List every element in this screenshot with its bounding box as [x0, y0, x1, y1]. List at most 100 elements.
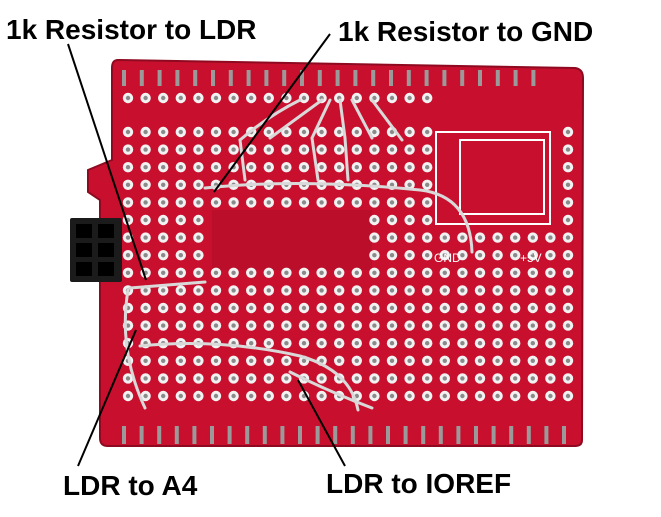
header-pin: [526, 426, 531, 444]
hole-center: [249, 200, 254, 205]
hole-center: [337, 341, 342, 346]
hole-center: [477, 341, 483, 346]
hole-center: [425, 323, 430, 328]
hole-center: [495, 253, 500, 258]
hole-center: [372, 253, 377, 258]
hole-center: [477, 253, 483, 258]
hole-center: [249, 270, 254, 275]
hole-center: [513, 358, 518, 363]
header-pin: [246, 70, 251, 86]
hole-center: [565, 129, 571, 135]
hole-center: [513, 323, 518, 328]
pointer-resistor-to-ldr: [67, 43, 147, 281]
header-pin: [264, 70, 269, 86]
hole-center: [548, 235, 553, 240]
hole-center: [266, 129, 271, 135]
hole-center: [301, 358, 307, 363]
hole-center: [530, 358, 535, 363]
label-resistor-to-gnd: 1k Resistor to GND: [338, 16, 594, 47]
hole-center: [196, 358, 201, 363]
hole-center: [425, 393, 430, 399]
hole-center: [389, 341, 395, 346]
hole-center: [143, 147, 148, 152]
hole-center: [460, 235, 465, 240]
hole-center: [389, 95, 395, 101]
header-pin: [333, 426, 338, 444]
hole-center: [477, 376, 483, 381]
header-pin: [386, 426, 390, 444]
hole-center: [213, 323, 219, 328]
hole-center: [213, 376, 219, 381]
hole-center: [565, 200, 571, 205]
hole-center: [143, 358, 148, 363]
pointer-resistor-to-gnd: [213, 33, 331, 193]
hole-center: [178, 129, 183, 135]
hole-center: [495, 235, 500, 240]
hole-center: [301, 165, 307, 170]
hole-center: [372, 217, 377, 223]
header-pin: [442, 70, 447, 86]
hole-center: [178, 358, 183, 363]
hole-center: [125, 200, 131, 205]
hole-center: [442, 393, 447, 399]
hole-center: [372, 393, 377, 399]
hole-center: [407, 270, 412, 275]
header-pin: [228, 70, 233, 86]
hole-center: [178, 165, 183, 170]
hole-center: [196, 129, 201, 135]
hole-grid: [122, 92, 574, 402]
hole-center: [125, 147, 131, 152]
header-pin: [282, 70, 287, 86]
hole-center: [337, 270, 342, 275]
header-pin: [438, 426, 443, 444]
hole-center: [372, 235, 377, 240]
hole-center: [425, 305, 430, 311]
hole-center: [460, 323, 465, 328]
hole-center: [249, 305, 254, 311]
hole-center: [284, 165, 289, 170]
hole-center: [389, 270, 395, 275]
hole-center: [389, 217, 395, 223]
hole-center: [442, 253, 447, 258]
hole-center: [407, 95, 412, 101]
hole-center: [354, 200, 359, 205]
header-pin: [474, 426, 478, 444]
hole-center: [477, 305, 483, 311]
hole-center: [565, 341, 571, 346]
hole-center: [425, 270, 430, 275]
hole-center: [161, 358, 166, 363]
hole-center: [266, 358, 271, 363]
hole-center: [425, 165, 430, 170]
jumper-wires: [123, 98, 474, 412]
hole-center: [565, 358, 571, 363]
hole-center: [213, 288, 219, 293]
hole-center: [495, 323, 500, 328]
hole-center: [301, 129, 307, 135]
hole-center: [196, 147, 201, 152]
pointer-ldr-to-ioref: [297, 379, 346, 467]
hole-center: [407, 235, 412, 240]
hole-center: [161, 270, 166, 275]
hole-center: [249, 288, 254, 293]
hole-center: [425, 147, 430, 152]
hole-center: [389, 147, 395, 152]
hole-center: [495, 305, 500, 311]
hole-center: [178, 393, 183, 399]
silkscreen-gnd: GND: [434, 251, 461, 265]
hole-center: [213, 358, 219, 363]
hole-center: [161, 235, 166, 240]
hole-center: [530, 393, 535, 399]
hole-center: [565, 253, 571, 258]
hole-center: [425, 288, 430, 293]
hole-center: [372, 95, 377, 101]
hole-center: [548, 393, 553, 399]
hole-center: [266, 200, 271, 205]
header-pin: [262, 426, 267, 444]
hole-center: [231, 200, 236, 205]
hole-center: [477, 288, 483, 293]
header-pin: [280, 426, 285, 444]
hole-center: [548, 358, 553, 363]
hole-center: [266, 393, 271, 399]
header-pin: [317, 70, 322, 86]
hole-center: [178, 288, 183, 293]
